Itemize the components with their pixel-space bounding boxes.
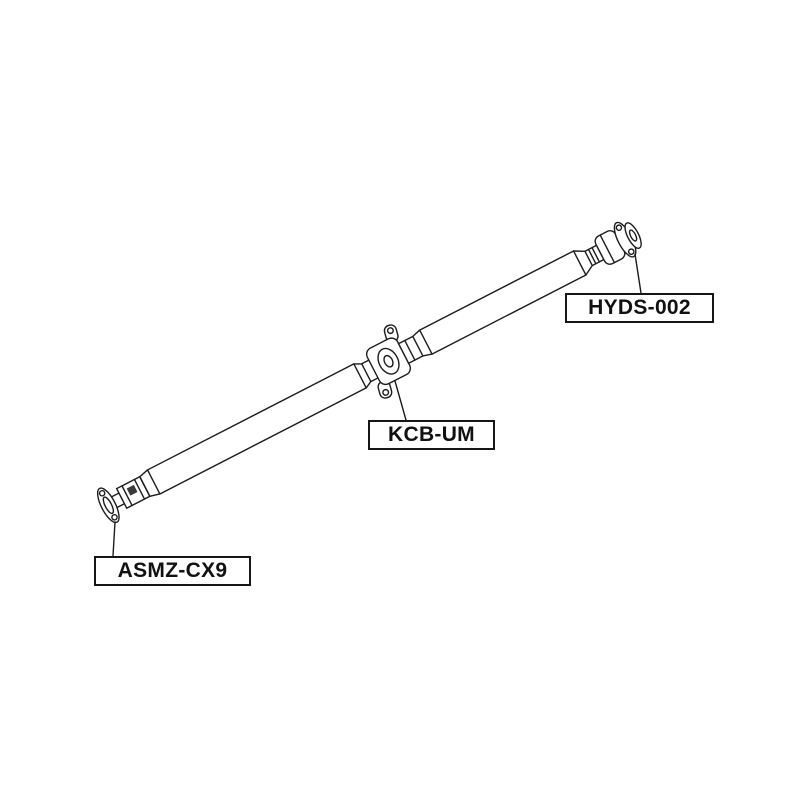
center-support-bearing [365, 329, 433, 386]
front-shaft-tube [146, 359, 379, 495]
part-code-text: ASMZ-CX9 [117, 559, 228, 582]
shaft-assembly [96, 221, 642, 524]
front-flange-joint [96, 469, 161, 524]
part-code-text: HYDS-002 [588, 296, 691, 319]
rear-shaft-tube [418, 244, 605, 355]
leader-line-hyds-002 [634, 253, 642, 294]
part-label-asmz-cx9: ASMZ-CX9 [94, 556, 251, 586]
leader-line-asmz-cx9 [112, 521, 116, 557]
leader-line-kcb-um [394, 380, 407, 421]
part-label-kcb-um: KCB-UM [368, 420, 495, 450]
rear-universal-joint [594, 221, 642, 265]
part-label-hyds-002: HYDS-002 [565, 293, 714, 323]
part-code-text: KCB-UM [388, 423, 475, 446]
